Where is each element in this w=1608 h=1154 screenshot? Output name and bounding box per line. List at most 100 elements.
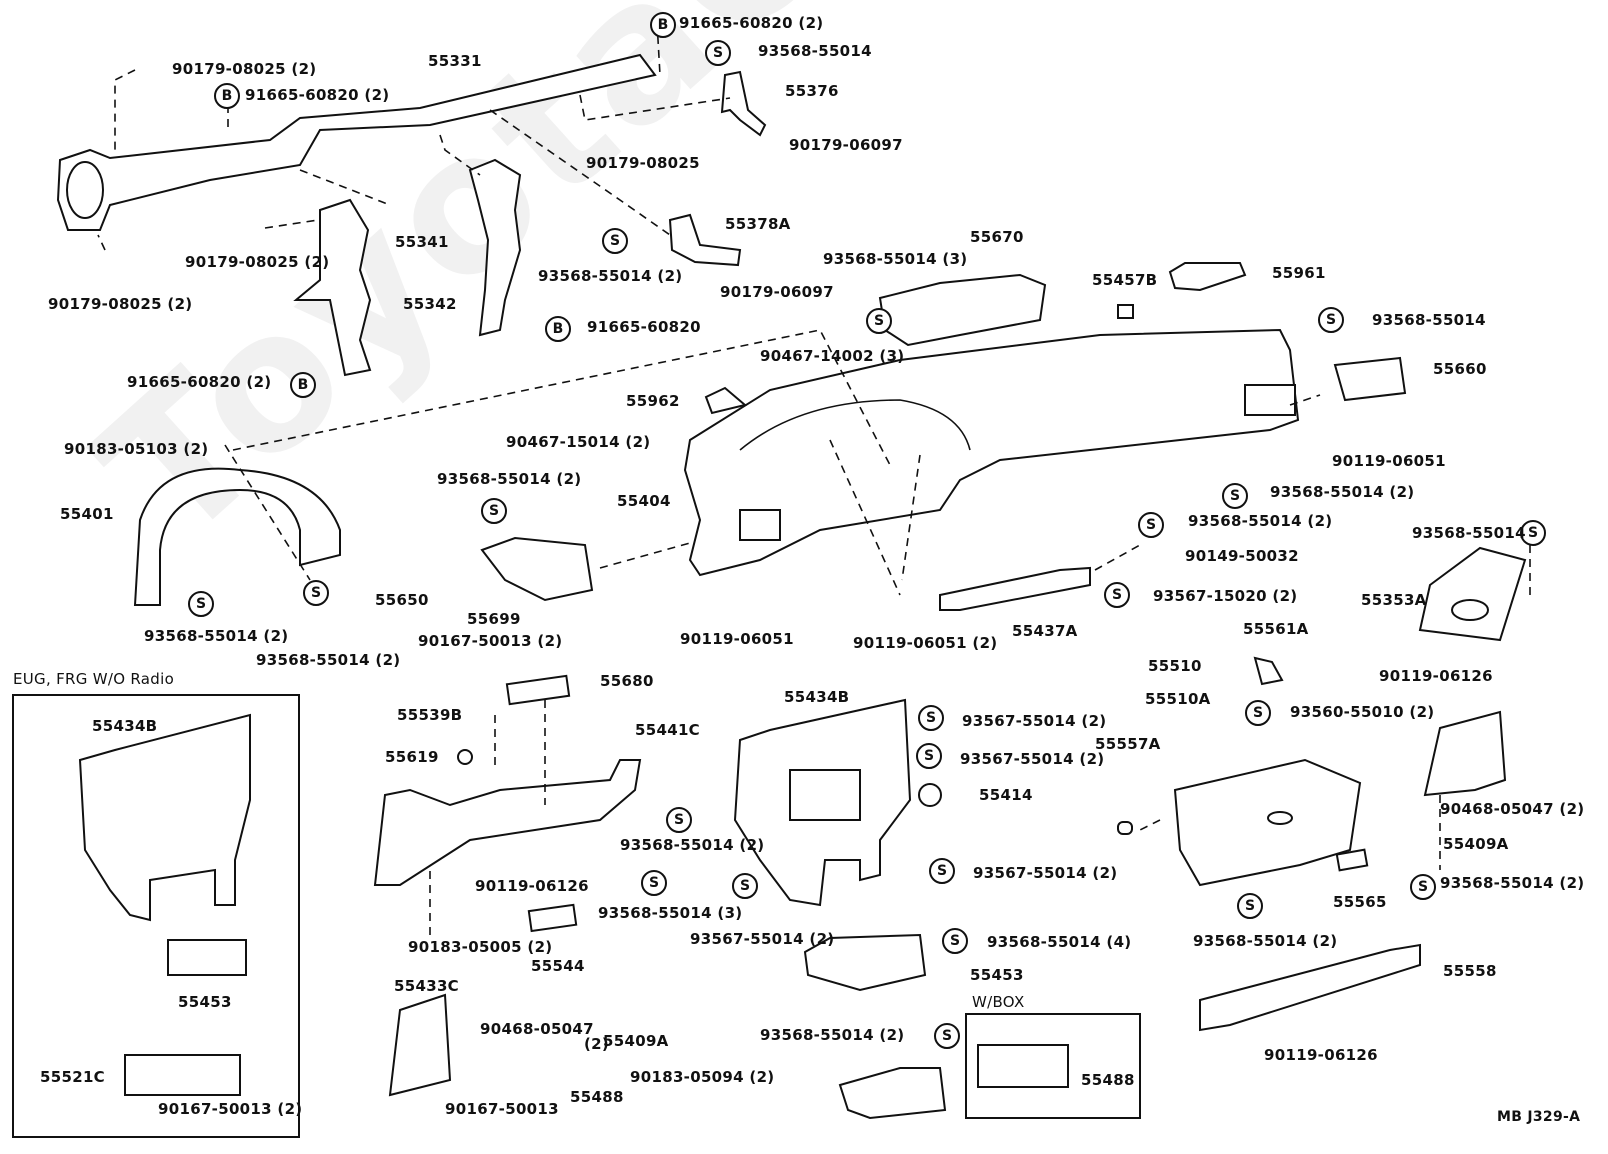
part-label: 55521C	[40, 1068, 105, 1086]
part-label: 55331	[428, 52, 482, 70]
part-label: 55961	[1272, 264, 1326, 282]
vent-55660	[1333, 356, 1407, 402]
part-label: 90119-06126	[1379, 667, 1493, 685]
part-label: 93568-55014 (2)	[1440, 874, 1585, 892]
inset-title-eug-frg: EUG, FRG W/O Radio	[13, 670, 175, 688]
part-label: 90468-05047	[480, 1020, 594, 1038]
part-label: 90179-08025 (2)	[172, 60, 317, 78]
brace-55558	[1199, 943, 1421, 1032]
screw-badge: S	[1222, 483, 1248, 509]
part-55961	[1168, 262, 1247, 292]
part-label: 90183-05103 (2)	[64, 440, 209, 458]
screw-badge: S	[1318, 307, 1344, 333]
ashtray-55488	[838, 1067, 947, 1120]
part-label: 93568-55014 (2)	[144, 627, 289, 645]
part-label: 93567-15020 (2)	[1153, 587, 1298, 605]
part-label: 55544	[531, 957, 585, 975]
brace-55342	[468, 158, 522, 337]
part-label: 55565	[1333, 893, 1387, 911]
part-label: 93567-55014 (2)	[690, 930, 835, 948]
inset-box-w-box	[965, 1013, 1141, 1119]
part-label: 90183-05094 (2)	[630, 1068, 775, 1086]
bolt-badge: B	[290, 372, 316, 398]
bolt-badge: B	[650, 12, 676, 38]
part-label: 90167-50013 (2)	[158, 1100, 303, 1118]
screw-badge: S	[1520, 520, 1546, 546]
part-label: 55488	[570, 1088, 624, 1106]
part-label: 90179-08025	[586, 154, 700, 172]
part-label: 91665-60820 (2)	[127, 373, 272, 391]
brace-55341	[293, 198, 372, 377]
part-55457B	[1117, 304, 1134, 319]
bracket-55353A	[1418, 546, 1527, 642]
part-label: 55457B	[1092, 271, 1158, 289]
part-label: 90467-14002 (3)	[760, 347, 905, 365]
part-label: 90183-05005 (2)	[408, 938, 553, 956]
part-label: 93567-55014 (2)	[962, 712, 1107, 730]
part-label: 55699	[467, 610, 521, 628]
part-label: 90119-06126	[1264, 1046, 1378, 1064]
part-label: 55434B	[784, 688, 850, 706]
screw-badge: S	[942, 928, 968, 954]
part-label: 90149-50032	[1185, 547, 1299, 565]
screw-badge: S	[641, 870, 667, 896]
part-label: 55650	[375, 591, 429, 609]
part-label: 55539B	[397, 706, 463, 724]
part-label: 93568-55014 (2)	[1270, 483, 1415, 501]
part-label: 93568-55014 (3)	[823, 250, 968, 268]
part-label: 93568-55014	[1372, 311, 1486, 329]
screw-badge: S	[929, 858, 955, 884]
part-label: 55341	[395, 233, 449, 251]
part-label: 55409A	[603, 1032, 669, 1050]
part-label: 55619	[385, 748, 439, 766]
bracket-55378A	[668, 213, 742, 267]
reinforcement-beam-55331	[56, 53, 657, 231]
screw-badge: S	[188, 591, 214, 617]
part-label: 90119-06051	[1332, 452, 1446, 470]
screw-badge: S	[934, 1023, 960, 1049]
part-label: 55561A	[1243, 620, 1309, 638]
part-label: 90119-06051 (2)	[853, 634, 998, 652]
pocket-55453	[803, 933, 927, 992]
glove-box-55510	[1173, 758, 1362, 887]
part-label: 93568-55014 (2)	[1188, 512, 1333, 530]
screw-badge: S	[1245, 700, 1271, 726]
part-label: 55401	[60, 505, 114, 523]
screw-badge: S	[916, 743, 942, 769]
part-55544	[527, 903, 578, 933]
part-label: 55557A	[1095, 735, 1161, 753]
part-label: 93568-55014	[758, 42, 872, 60]
part-label: 90179-06097	[789, 136, 903, 154]
part-label: 55409A	[1443, 835, 1509, 853]
part-label: 55404	[617, 492, 671, 510]
screw-badge: S	[303, 580, 329, 606]
part-label: 55962	[626, 392, 680, 410]
screw-badge: S	[602, 228, 628, 254]
part-label: 55510A	[1145, 690, 1211, 708]
inset-title-w-box: W/BOX	[972, 993, 1025, 1011]
screw-badge: S	[1237, 893, 1263, 919]
part-label: 55453	[970, 966, 1024, 984]
part-label: 55680	[600, 672, 654, 690]
part-label: 55434B	[92, 717, 158, 735]
part-label: 90167-50013	[445, 1100, 559, 1118]
screw-badge: S	[866, 308, 892, 334]
part-label: 55453	[178, 993, 232, 1011]
part-label: 91665-60820 (2)	[679, 14, 824, 32]
part-label: 90468-05047 (2)	[1440, 800, 1585, 818]
instrument-panel-55404	[683, 328, 1300, 577]
part-label: 55437A	[1012, 622, 1078, 640]
part-label: 93568-55014 (2)	[538, 267, 683, 285]
part-label: 90119-06126	[475, 877, 589, 895]
part-label: 55376	[785, 82, 839, 100]
screw-badge: S	[1138, 512, 1164, 538]
cluster-hood-55401	[133, 467, 341, 606]
part-label: 55558	[1443, 962, 1497, 980]
grille-55409A-left	[388, 993, 452, 1097]
clip-55561A	[1253, 656, 1284, 686]
part-label: 90467-15014 (2)	[506, 433, 651, 451]
part-label: 93568-55014 (3)	[598, 904, 743, 922]
bolt-badge: B	[545, 316, 571, 342]
